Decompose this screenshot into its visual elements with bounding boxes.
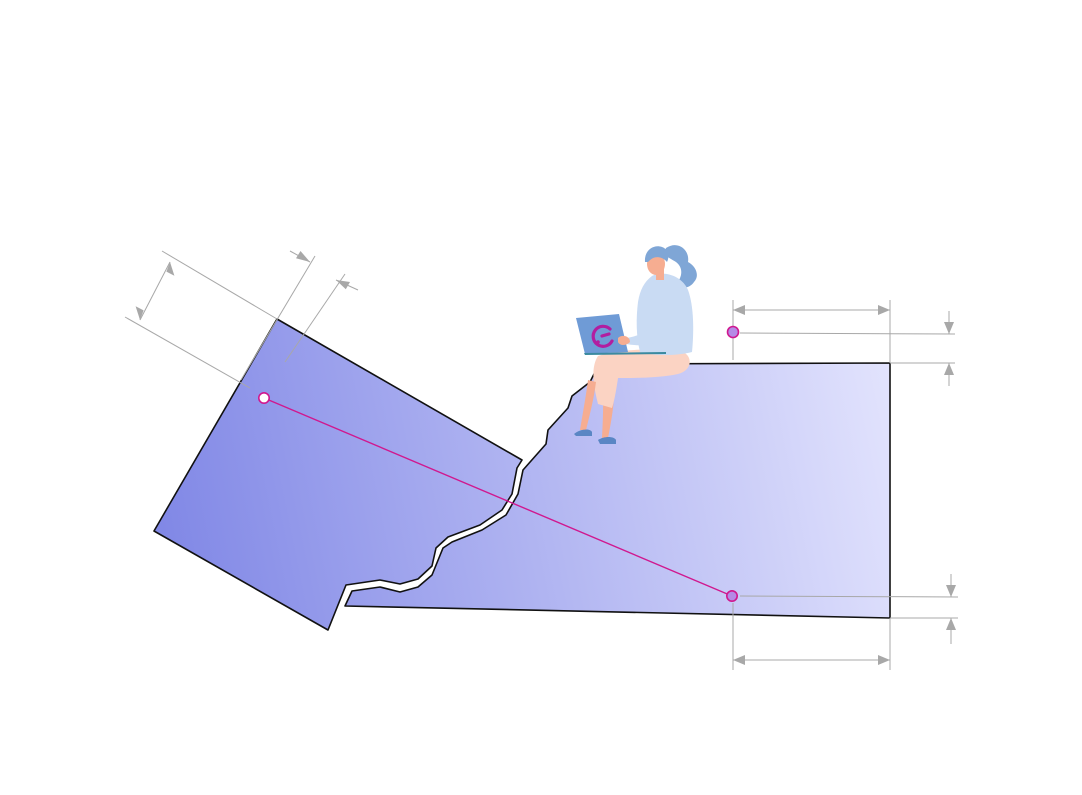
bottom-vertical-arrow-down — [946, 585, 956, 597]
top-horizontal-arrow-left — [733, 305, 745, 315]
top-dim-arrow-b — [336, 280, 350, 290]
bottom-vertical-arrow-up — [946, 618, 956, 630]
top-horizontal-arrow-right — [878, 305, 890, 315]
arm — [626, 298, 673, 346]
right-plate-fragment — [344, 362, 891, 619]
shoe-back — [598, 437, 616, 444]
marker-left-point[interactable] — [257, 391, 270, 404]
hair-ponytail — [664, 245, 697, 288]
left-dimension-group — [124, 250, 359, 389]
right-dimension-group — [732, 300, 959, 670]
marker-bottom-point[interactable] — [725, 589, 738, 602]
left-plate-fragment — [153, 318, 523, 631]
pants — [593, 349, 690, 408]
laptop — [576, 314, 628, 354]
top-vertical-arrow-down — [944, 322, 954, 334]
marker-top-point[interactable] — [726, 325, 740, 339]
connector-line — [263, 397, 733, 597]
gauge-logo-icon — [591, 324, 614, 348]
left-dim-arrow-top — [166, 262, 175, 276]
hair-top — [644, 246, 669, 262]
front-leg — [580, 380, 596, 430]
person-illustration — [574, 245, 697, 444]
bottom-horizontal-arrow-left — [733, 655, 745, 665]
top-dim-arrow-a — [296, 251, 310, 262]
bottom-horizontal-arrow-right — [878, 655, 890, 665]
laptop-base — [584, 352, 666, 355]
hand — [618, 335, 630, 345]
left-dim-arrow-bottom — [135, 306, 144, 320]
shoe-front — [574, 429, 592, 436]
top-vertical-arrow-up — [944, 363, 954, 375]
